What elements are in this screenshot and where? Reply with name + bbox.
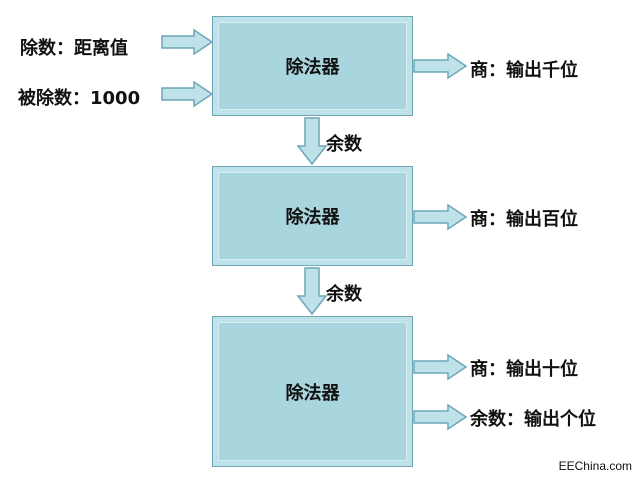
divider-block-2: 除法器	[212, 166, 413, 266]
divisor-input-label: 除数：距离值	[20, 38, 128, 59]
divisor-input-arrow	[161, 28, 214, 56]
divider-block-1-label: 除法器	[285, 57, 340, 78]
remainder-label-2: 余数	[326, 284, 362, 305]
output-hundreds-label: 商：输出百位	[470, 209, 578, 230]
divider-block-3-label: 除法器	[285, 382, 340, 404]
watermark: EEChina.com	[558, 459, 632, 473]
remainder-arrow-2	[296, 267, 328, 316]
output-tens-label: 商：输出十位	[470, 359, 578, 380]
remainder-label-1: 余数	[326, 134, 362, 155]
output-units-label: 余数：输出个位	[470, 409, 596, 430]
divider-block-2-label: 除法器	[285, 207, 340, 228]
dividend-input-arrow	[161, 80, 214, 108]
output-tens-arrow	[413, 353, 468, 381]
output-thousands-label: 商：输出千位	[470, 60, 578, 81]
output-units-arrow	[413, 403, 468, 431]
output-thousands-arrow	[413, 52, 468, 80]
divider-block-1: 除法器	[212, 16, 413, 116]
divider-block-3: 除法器	[212, 316, 413, 467]
remainder-arrow-1	[296, 117, 328, 166]
output-hundreds-arrow	[413, 203, 468, 231]
dividend-input-label: 被除数：1000	[18, 88, 141, 109]
